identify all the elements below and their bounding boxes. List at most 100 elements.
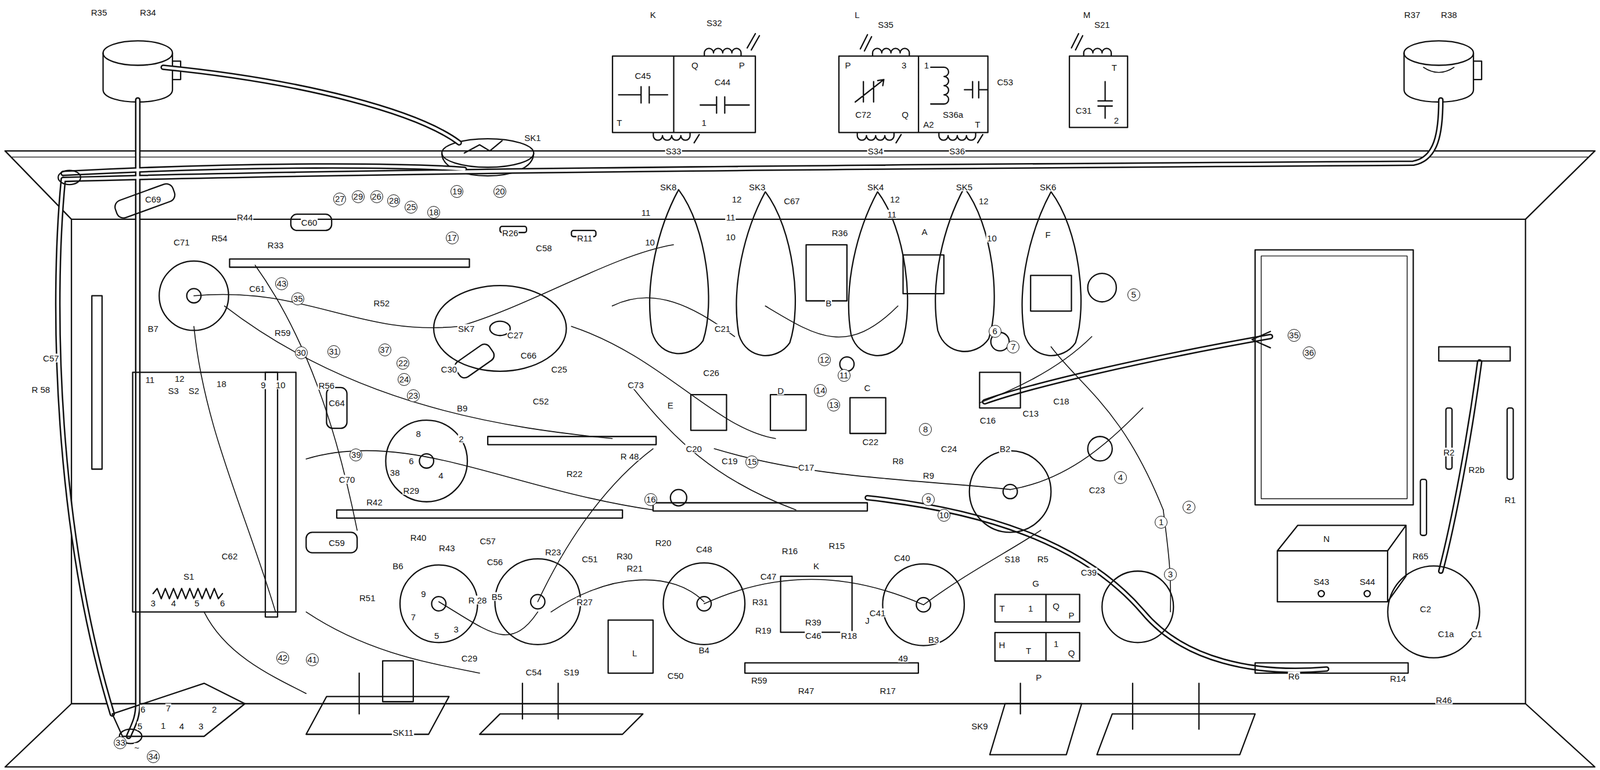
part-label: C64 xyxy=(328,398,346,408)
part-label: C23 xyxy=(1088,485,1106,495)
callout-number: 7 xyxy=(1006,340,1020,354)
grommet xyxy=(58,170,81,186)
callout-number: 36 xyxy=(1302,346,1316,360)
part-label: S19 xyxy=(563,668,580,677)
part-label: C41 xyxy=(869,608,887,618)
chassis-hole xyxy=(670,273,1480,659)
part-label: 6 xyxy=(408,456,414,466)
callout-number: 35 xyxy=(1287,329,1301,342)
part-label: 4 xyxy=(437,471,444,481)
part-label: C73 xyxy=(626,380,645,389)
part-label: 3 xyxy=(452,625,459,634)
part-label: R1 xyxy=(1504,495,1517,505)
part-label: 7 xyxy=(165,703,172,713)
part-label: 4 xyxy=(178,722,185,731)
part-label: C53 xyxy=(996,77,1015,86)
part-label: S44 xyxy=(1359,577,1376,586)
coil-unit: MS21TC312 xyxy=(1061,4,1135,137)
cable-bundle xyxy=(58,67,1480,737)
part-label: R31 xyxy=(751,597,770,607)
cable-bundle xyxy=(58,67,1480,737)
part-label: 10 xyxy=(725,232,737,241)
part-label: S32 xyxy=(705,17,723,27)
callout-number: 15 xyxy=(745,455,759,469)
part-label: T xyxy=(998,603,1005,613)
part-label: S33 xyxy=(665,146,683,156)
callout-number: 23 xyxy=(406,389,420,403)
part-label: C70 xyxy=(338,475,356,485)
part-label: S2 xyxy=(188,386,200,396)
valve-socket xyxy=(159,261,1051,647)
part-label: T xyxy=(1111,62,1118,72)
callout-number: 13 xyxy=(827,398,841,412)
callout-number: 22 xyxy=(396,357,410,370)
part-label: R26 xyxy=(501,228,520,237)
coil-unit: GT1QP xyxy=(989,575,1087,627)
part-label: C60 xyxy=(300,218,319,227)
part-label: 18 xyxy=(215,379,227,388)
part-label: 10 xyxy=(275,380,287,389)
callout-number: 19 xyxy=(450,185,464,198)
part-label: A2 xyxy=(922,120,935,129)
part-label: D xyxy=(776,386,785,396)
part-label: 10 xyxy=(986,233,998,243)
part-label: C51 xyxy=(581,555,599,564)
callout-number: 43 xyxy=(275,277,288,291)
callout-number: 20 xyxy=(493,185,507,198)
part-label: R 28 xyxy=(467,595,488,605)
part-label: C26 xyxy=(702,368,720,377)
part-label: C67 xyxy=(783,196,801,206)
part-label: C72 xyxy=(854,109,872,119)
part-label: B9 xyxy=(456,404,468,413)
callout-number: 18 xyxy=(427,206,441,219)
part-label: C57 xyxy=(478,536,497,546)
part-label: P xyxy=(1035,673,1043,683)
part-label: S36a xyxy=(942,109,964,119)
part-label: C52 xyxy=(532,396,550,406)
part-label: T xyxy=(1025,646,1032,656)
part-label: R6 xyxy=(1287,672,1300,681)
coil-outline xyxy=(838,34,989,143)
part-label: 38 xyxy=(389,467,401,477)
part-label: C48 xyxy=(695,544,713,554)
part-label: SK11 xyxy=(391,728,414,737)
part-label: SK9 xyxy=(970,722,989,731)
part-label: 11 xyxy=(725,213,737,222)
part-label: C29 xyxy=(460,653,479,663)
callout-number: 5 xyxy=(1127,288,1141,302)
part-label: C47 xyxy=(759,572,778,582)
part-label: F xyxy=(1044,230,1052,240)
part-label: C62 xyxy=(221,551,239,561)
part-label: R17 xyxy=(878,686,897,695)
part-label: 1 xyxy=(160,721,167,730)
coil-unit: LS35P31C72C53QA2S36aTS34S36 xyxy=(834,4,1025,162)
callout-number: 14 xyxy=(813,384,827,398)
callout-number: 17 xyxy=(445,231,459,245)
part-label: L xyxy=(853,9,860,19)
callout-number: 29 xyxy=(351,190,365,204)
part-label: S3 xyxy=(167,386,180,396)
part-label: B5 xyxy=(491,592,503,602)
part-label: T xyxy=(615,117,623,127)
part-label: R43 xyxy=(438,543,456,553)
part-label: SK8 xyxy=(659,182,677,192)
wafer-switch xyxy=(433,187,1081,371)
part-label: R11 xyxy=(576,233,593,243)
callout-number: 12 xyxy=(817,353,831,367)
part-label: C39 xyxy=(1080,568,1098,578)
coil-outline xyxy=(995,595,1080,623)
part-label: C16 xyxy=(979,416,997,425)
part-label: C61 xyxy=(248,284,266,294)
part-label: B xyxy=(824,298,832,308)
coil-outline xyxy=(1270,518,1414,611)
callout-number: 27 xyxy=(333,192,347,206)
part-label: C22 xyxy=(862,437,880,447)
part-label: T xyxy=(974,120,981,129)
part-label: R46 xyxy=(1435,695,1453,705)
callout-number: 24 xyxy=(397,373,411,387)
part-label: R38 xyxy=(1440,9,1458,19)
part-label: B7 xyxy=(146,323,159,333)
callout-number: 26 xyxy=(370,190,384,204)
coil-unit: HT1QP xyxy=(989,628,1087,688)
part-label: R5 xyxy=(1036,555,1050,564)
